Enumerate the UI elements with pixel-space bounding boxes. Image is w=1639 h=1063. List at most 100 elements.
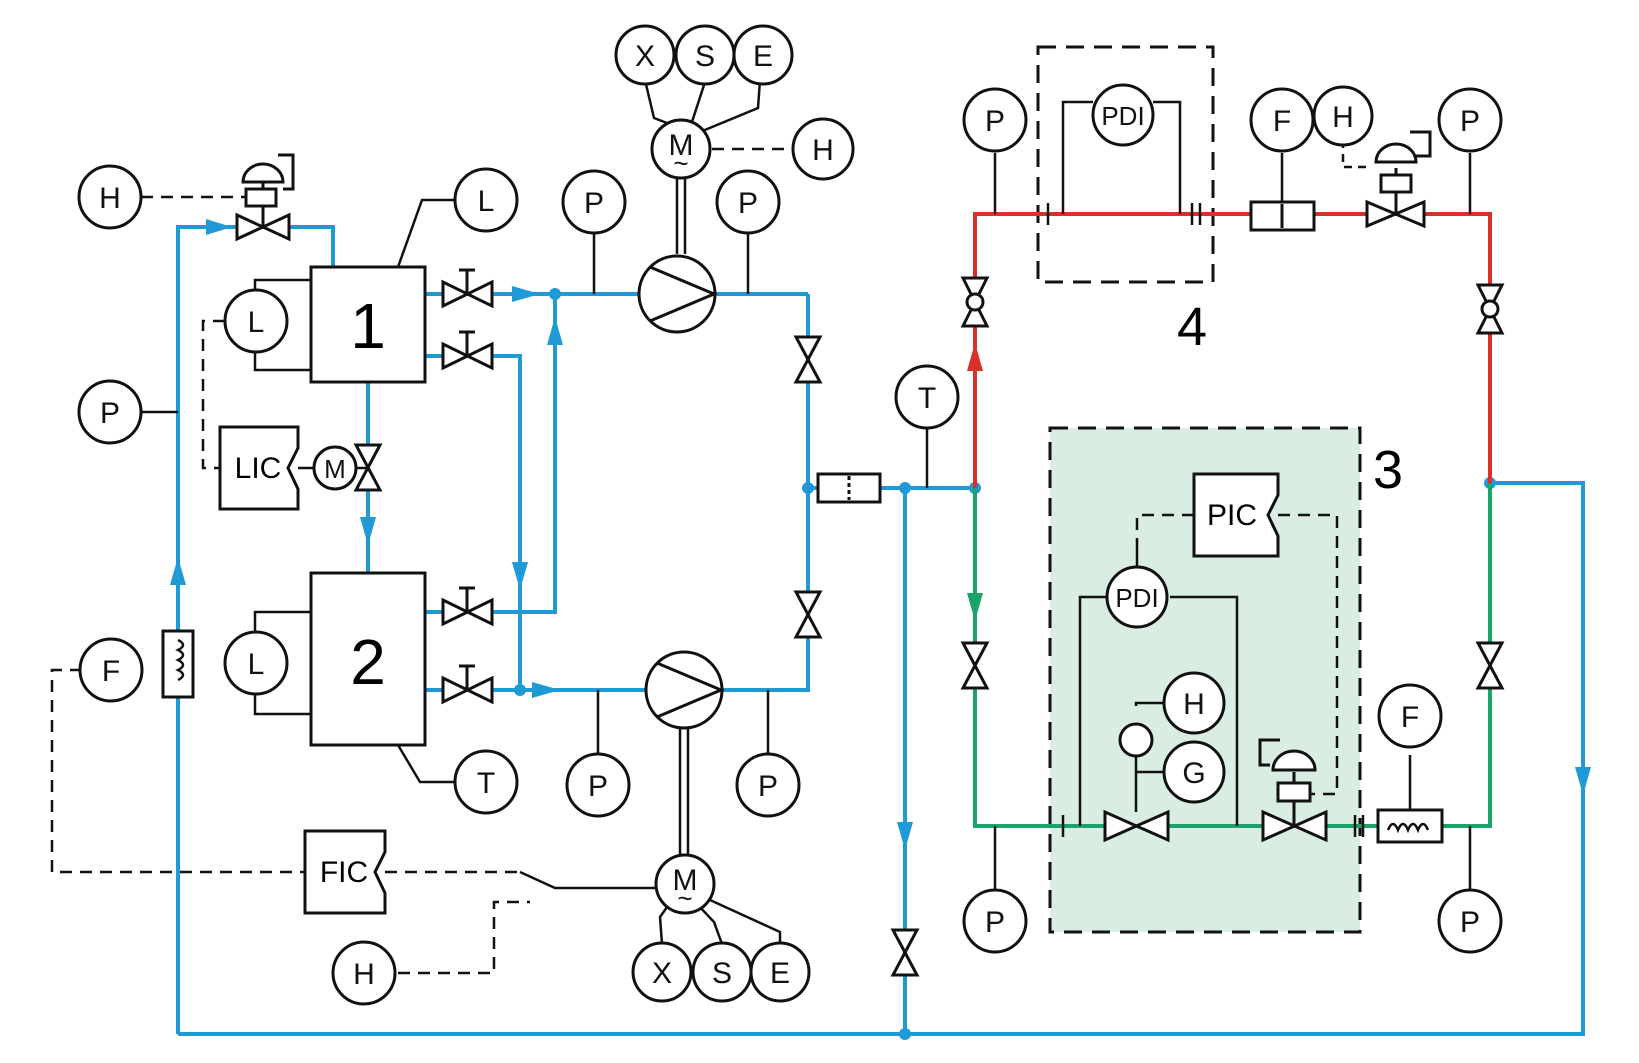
- conn-s-bottom: [697, 904, 724, 945]
- conn-h-zone3: [1134, 701, 1164, 706]
- conn-motor-switch: [519, 870, 656, 890]
- svg-text:H: H: [353, 958, 375, 991]
- control-valve-feedback: [1410, 130, 1432, 158]
- svg-text:M: M: [669, 129, 694, 162]
- vessel-1: 1: [309, 265, 427, 384]
- arrow-mid-drop: [897, 822, 913, 850]
- vessel-1-label: 1: [350, 290, 386, 362]
- controller-fic-label: FIC: [320, 856, 368, 889]
- valves: [235, 130, 1505, 977]
- inst-p-pump2-a: P: [565, 752, 631, 818]
- flow-meter-left: [161, 629, 195, 699]
- control-valve-positioner: [1379, 173, 1413, 194]
- inst-g-zone3: G: [1162, 740, 1226, 804]
- inst-f-red: F: [1249, 87, 1315, 153]
- vessel-2-body: [309, 571, 427, 747]
- conn-l-v1-top: [396, 198, 455, 268]
- controller-lic-label: LIC: [235, 452, 282, 485]
- svg-text:H: H: [1183, 688, 1205, 721]
- inst-h-red: H: [1312, 85, 1374, 147]
- arrow-right-return: [1575, 767, 1591, 795]
- svg-text:P: P: [100, 397, 120, 430]
- inst-p-red-left: P: [962, 87, 1028, 153]
- zone-4-label: 4: [1177, 297, 1207, 357]
- control-valve-actuator: [1374, 142, 1418, 164]
- control-valve-positioner: [1276, 781, 1312, 803]
- inst-s-top: S: [674, 24, 736, 86]
- ball-valve-hot-right: [1475, 283, 1505, 335]
- junction-dot: [899, 1028, 911, 1040]
- svg-text:~: ~: [677, 883, 692, 913]
- inst-p-pump1-b: P: [715, 169, 781, 235]
- valve-green-left: [960, 641, 990, 690]
- arrow-green-down: [967, 593, 983, 621]
- svg-text:L: L: [248, 648, 265, 681]
- svg-text:M: M: [673, 864, 698, 897]
- inst-pdi-zone3: PDI: [1105, 565, 1169, 629]
- svg-text:L: L: [478, 185, 495, 218]
- svg-text:E: E: [753, 40, 773, 73]
- vessel-1-body: [309, 265, 427, 384]
- v1-second-outlet-pipe: [425, 354, 522, 690]
- arrow-top-right: [206, 219, 232, 235]
- instrument-bubbles: H P F L L L T M P P P P M~ M~ X S E H X …: [77, 24, 1503, 1006]
- svg-text:PDI: PDI: [1115, 583, 1158, 613]
- arrow-riser-up: [547, 317, 563, 345]
- inst-h-top-left: H: [77, 164, 143, 230]
- pump-1: [637, 254, 718, 334]
- controller-lic: LIC: [218, 425, 300, 511]
- inst-p-green-right: P: [1437, 888, 1503, 954]
- pump-2-vane: [656, 661, 725, 719]
- svg-text:L: L: [248, 306, 265, 339]
- inst-f-left: F: [78, 637, 144, 703]
- junction-dot: [514, 684, 526, 696]
- svg-text:F: F: [102, 655, 120, 688]
- inst-p-pump1-a: P: [561, 169, 627, 235]
- zone-4-box: [1036, 45, 1215, 284]
- svg-text:P: P: [758, 770, 778, 803]
- svg-text:T: T: [918, 382, 936, 415]
- inst-m-pump2: M~: [654, 853, 716, 915]
- inst-l-v1-top: L: [453, 167, 519, 233]
- svg-text:X: X: [635, 40, 655, 73]
- zone-3-label: 3: [1373, 440, 1403, 500]
- svg-text:P: P: [1460, 906, 1480, 939]
- valve-loop-lower: [793, 590, 823, 639]
- arrow-pump2-in: [532, 682, 560, 698]
- bottom-return-pipe: [178, 481, 1585, 1036]
- inst-l-v1-side: L: [223, 288, 289, 354]
- junction-dot: [549, 288, 561, 300]
- inst-x-top: X: [614, 24, 676, 86]
- conn-pdi-z3-l: [1078, 595, 1108, 826]
- signal-h-red: [1341, 140, 1367, 169]
- inst-pdi-top: PDI: [1091, 83, 1155, 147]
- inline-devices: [161, 200, 1444, 844]
- inst-f-green: F: [1377, 683, 1443, 749]
- manual-valve-zone3: [1103, 722, 1170, 843]
- arrow-second-down: [512, 562, 528, 590]
- vessel-2-label: 2: [350, 626, 386, 698]
- svg-text:H: H: [1332, 101, 1354, 134]
- controller-pic-box: [1192, 472, 1280, 558]
- arrow-left-up: [170, 557, 186, 585]
- conn-pdi-z3-r: [1170, 595, 1239, 826]
- svg-text:G: G: [1182, 757, 1205, 790]
- inst-t-v2: T: [453, 749, 519, 815]
- gate-valve-v1-out: [441, 268, 494, 309]
- conn-e-top: [699, 79, 762, 134]
- svg-text:P: P: [588, 770, 608, 803]
- inst-m-pump1: M~: [650, 118, 712, 180]
- ball-valve-ball: [1480, 299, 1500, 319]
- inst-p-green-left: P: [962, 888, 1028, 954]
- svg-text:P: P: [738, 187, 758, 220]
- inst-x-bottom: X: [631, 941, 693, 1003]
- v2-upper-outlet-pipe: [425, 294, 557, 614]
- svg-text:E: E: [770, 957, 790, 990]
- valve-green-right: [1475, 641, 1505, 690]
- control-valve-feedback: [1258, 738, 1280, 767]
- manual-valve-ball: [1118, 722, 1154, 758]
- arrow-v1-down: [360, 517, 376, 545]
- manual-valve-body: [1103, 809, 1170, 843]
- inst-e-top: E: [732, 24, 794, 86]
- controller-fic: FIC: [303, 829, 387, 915]
